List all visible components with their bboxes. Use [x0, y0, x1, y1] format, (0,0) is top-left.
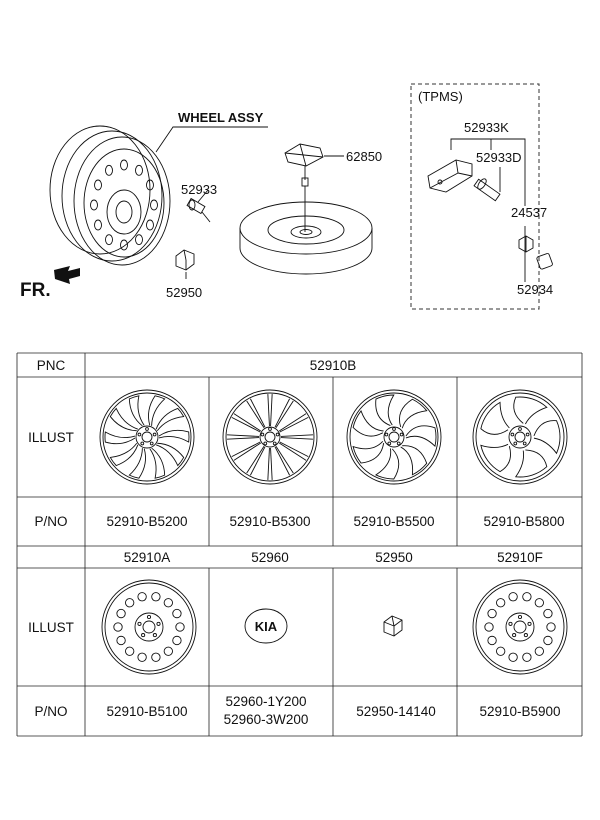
alloy-wheel-b5800-illustration	[472, 389, 568, 485]
svg-text:KIA: KIA	[255, 619, 278, 634]
front-direction-label: FR.	[20, 280, 51, 301]
illust-header-1: ILLUST	[28, 430, 74, 445]
callout-tpms-sensor-assy: 52933K	[464, 120, 509, 135]
kia-emblem-icon: KIA	[244, 608, 288, 644]
tpms-assy-bracket	[450, 138, 526, 206]
pno-cell: 52910-B5800	[483, 514, 564, 529]
callout-tpms-sensor: 52933D	[476, 150, 522, 165]
pno-header-1: P/NO	[34, 514, 67, 529]
alloy-wheel-b5500-illustration	[346, 389, 442, 485]
tpms-sensor-icon	[427, 159, 473, 193]
tpms-nut-icon	[518, 235, 534, 253]
tpms-valve-icon	[473, 178, 501, 202]
pnc-cell: 52910A	[124, 550, 171, 565]
lug-nut-icon	[175, 249, 195, 271]
wheel-assy-label: WHEEL ASSY	[178, 110, 264, 125]
steel-wheel-b5100-illustration	[101, 579, 197, 675]
pno-cell: 52910-B5500	[353, 514, 434, 529]
pno-header-2: P/NO	[34, 704, 67, 719]
valve-leader	[197, 189, 209, 203]
pno-cell: 52950-14140	[356, 704, 436, 719]
callout-lug-nut: 52950	[166, 285, 202, 300]
alloy-wheel-b5300-illustration	[222, 389, 318, 485]
tpms-cap-icon	[536, 253, 553, 270]
illust-header-2: ILLUST	[28, 620, 74, 635]
pno-cell: 52910-B5100	[106, 704, 187, 719]
steel-wheel-b5900-illustration	[472, 579, 568, 675]
parts-table	[16, 352, 583, 737]
callout-valve: 52933	[181, 182, 217, 197]
alloy-wheel-b5200-illustration	[99, 389, 195, 485]
spare-holder-icon	[284, 143, 324, 232]
callout-tpms-valve: 24537	[511, 205, 547, 220]
pnc-header: PNC	[37, 358, 66, 373]
tpms-label: (TPMS)	[418, 89, 463, 104]
pno-cell: 52910-B5300	[229, 514, 310, 529]
pno-cell: 52960-3W200	[224, 712, 309, 727]
pno-cell: 52910-B5900	[479, 704, 560, 719]
callout-spare-holder: 62850	[346, 149, 382, 164]
lug-nut-icon	[383, 615, 403, 637]
valve-stem-icon	[186, 197, 211, 223]
pnc-cell: 52910F	[497, 550, 543, 565]
wheel-assy-leader	[155, 126, 268, 153]
pnc-cell: 52960	[251, 550, 289, 565]
pno-cell: 52910-B5200	[106, 514, 187, 529]
spare-tire-illustration	[239, 201, 373, 275]
front-arrow-icon	[54, 266, 80, 284]
group-pnc: 52910B	[310, 358, 357, 373]
pno-cell: 52960-1Y200	[225, 694, 306, 709]
tpms-box	[410, 83, 540, 310]
callout-tpms-cap: 52934	[517, 282, 553, 297]
pnc-cell: 52950	[375, 550, 413, 565]
steel-wheel-illustration	[49, 125, 171, 266]
